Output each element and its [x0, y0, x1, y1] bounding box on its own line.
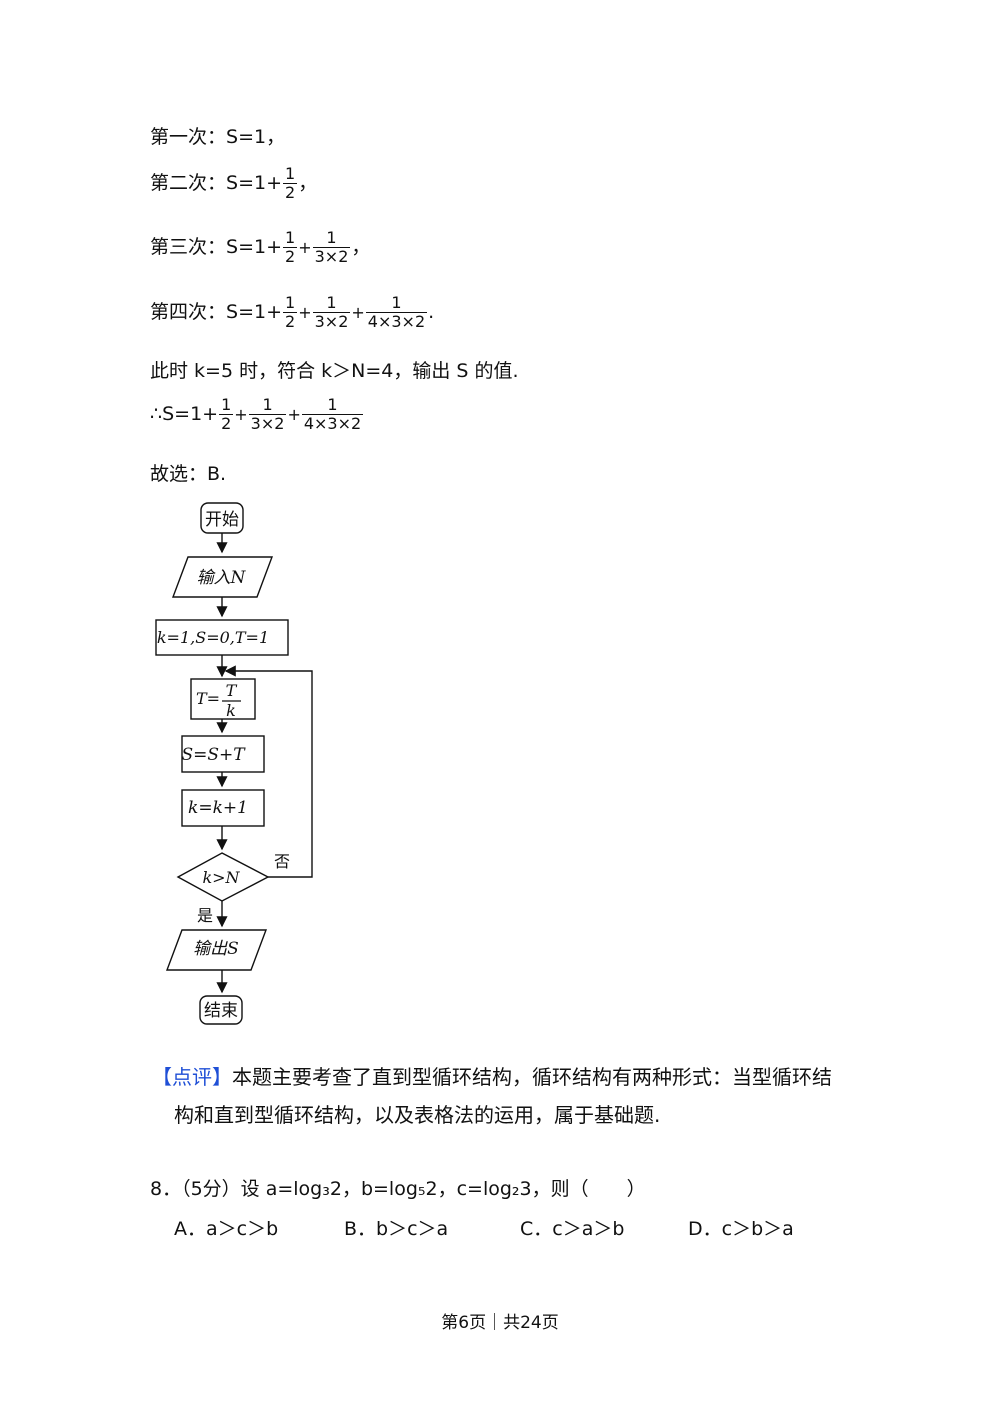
result-expr: ∴S=1+ — [150, 403, 219, 425]
no-label: 否 — [274, 852, 290, 871]
question-8-stem: 8．（5分）设 a=log₃2，b=log₅2，c=log₂3，则（ ） — [150, 1178, 646, 1200]
t-update-box — [190, 678, 256, 720]
answer-choice: 故选：B. — [150, 463, 227, 485]
k-update-label: k=k+1 — [188, 798, 248, 818]
fraction-numerator: 1 — [327, 395, 338, 414]
fraction-numerator: 1 — [285, 228, 296, 247]
loop-back-line — [224, 665, 313, 878]
step-4-label: 第四次： — [150, 301, 227, 323]
fraction-numerator: 1 — [326, 228, 337, 247]
fraction-denominator: 3×2 — [312, 312, 351, 331]
start-label: 开始 — [205, 510, 239, 530]
output-parallelogram — [165, 929, 268, 971]
init-label: k=1,S=0,T=1 — [157, 628, 269, 647]
fraction-denominator: 3×2 — [248, 414, 287, 433]
remark-text-1: 本题主要考查了直到型循环结构，循环结构有两种形式：当型循环结 — [232, 1065, 832, 1089]
end-terminal — [199, 995, 243, 1025]
fraction-numerator: 1 — [262, 395, 273, 414]
fraction-denominator: 4×3×2 — [301, 414, 364, 433]
step-1-label: 第一次： — [150, 126, 227, 148]
fraction-denominator: 4×3×2 — [365, 312, 428, 331]
option-d: D．c＞b＞a — [688, 1218, 794, 1240]
page-footer: 第6页｜共24页 — [441, 1313, 559, 1333]
s-update-label: S=S+T — [181, 745, 246, 765]
step-3-tail: ， — [351, 236, 371, 258]
step-3-expr: S=1+ — [226, 236, 283, 258]
output-label: 输出S — [193, 939, 239, 959]
fraction-denominator: 2 — [283, 247, 298, 266]
fraction-numerator: 1 — [285, 164, 296, 183]
plus-sign: + — [234, 405, 248, 424]
fraction-numerator: 1 — [326, 293, 337, 312]
remark-text-2: 构和直到型循环结构，以及表格法的运用，属于基础题. — [174, 1103, 661, 1127]
step-3-label: 第三次： — [150, 236, 227, 258]
step-2-label: 第二次： — [150, 172, 227, 194]
step-4-tail: . — [428, 301, 435, 323]
k-update-box — [181, 789, 265, 827]
remark: 【点评】本题主要考查了直到型循环结构，循环结构有两种形式：当型循环结 构和直到型… — [152, 1058, 872, 1134]
input-parallelogram — [171, 556, 274, 598]
option-b: B．b＞c＞a — [344, 1218, 449, 1240]
t-update-denominator: k — [226, 701, 236, 720]
fraction-denominator: 2 — [219, 414, 234, 433]
fraction-denominator: 2 — [283, 312, 298, 331]
end-label: 结束 — [204, 1001, 238, 1021]
yes-label: 是 — [197, 906, 213, 925]
plus-sign: + — [351, 303, 365, 322]
s-update-box — [181, 735, 265, 773]
step-1: 第一次：S=1， — [150, 122, 285, 149]
option-a: A．a＞c＞b — [174, 1218, 279, 1240]
fraction-denominator: 2 — [283, 183, 298, 202]
fraction-numerator: 1 — [285, 293, 296, 312]
option-c: C．c＞a＞b — [520, 1218, 625, 1240]
plus-sign: + — [287, 405, 301, 424]
fraction-numerator: 1 — [221, 395, 232, 414]
fraction-denominator: 3×2 — [312, 247, 351, 266]
step-4-expr: S=1+ — [226, 301, 283, 323]
decision-label: k>N — [202, 868, 240, 887]
solution-note: 此时 k=5 时，符合 k＞N=4，输出 S 的值. — [150, 360, 519, 382]
t-update-left: T= — [196, 689, 220, 708]
plus-sign: + — [298, 303, 312, 322]
t-update-numerator: T — [226, 681, 238, 700]
step-2-expr: S=1+ — [226, 172, 283, 194]
remark-tag: 【点评】 — [152, 1065, 232, 1089]
plus-sign: + — [298, 238, 312, 257]
fraction-numerator: 1 — [391, 293, 402, 312]
step-1-expr: S=1， — [226, 126, 286, 148]
step-2-tail: ， — [298, 172, 318, 194]
input-label: 输入N — [197, 568, 247, 588]
